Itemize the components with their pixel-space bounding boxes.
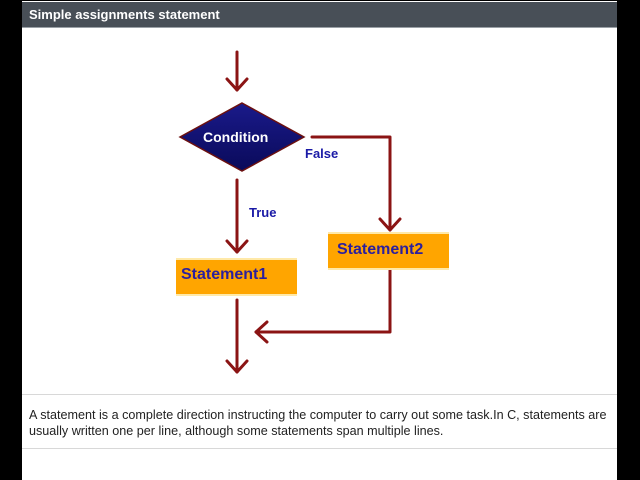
description-text: A statement is a complete direction inst… (29, 408, 607, 438)
title-bar: Simple assignments statement (22, 2, 617, 28)
merge-arrow-icon (254, 268, 392, 344)
statement1-box: Statement1 (176, 258, 297, 296)
page-title: Simple assignments statement (29, 7, 220, 22)
flowchart (178, 50, 402, 374)
false-label: False (305, 146, 339, 161)
statement1-label: Statement1 (181, 266, 268, 283)
true-arrow-icon (225, 178, 249, 254)
exit-arrow-icon (225, 298, 249, 374)
condition-label: Condition (203, 129, 269, 145)
condition-diamond (178, 102, 306, 172)
entry-arrow-icon (225, 50, 249, 92)
content-panel: Simple assignments statement A statement… (22, 1, 617, 480)
false-arrow-icon (310, 135, 402, 232)
description-box: A statement is a complete direction inst… (22, 394, 617, 449)
statement2-label: Statement2 (337, 241, 424, 258)
statement2-box: Statement2 (328, 232, 449, 270)
true-label: True (249, 205, 277, 220)
